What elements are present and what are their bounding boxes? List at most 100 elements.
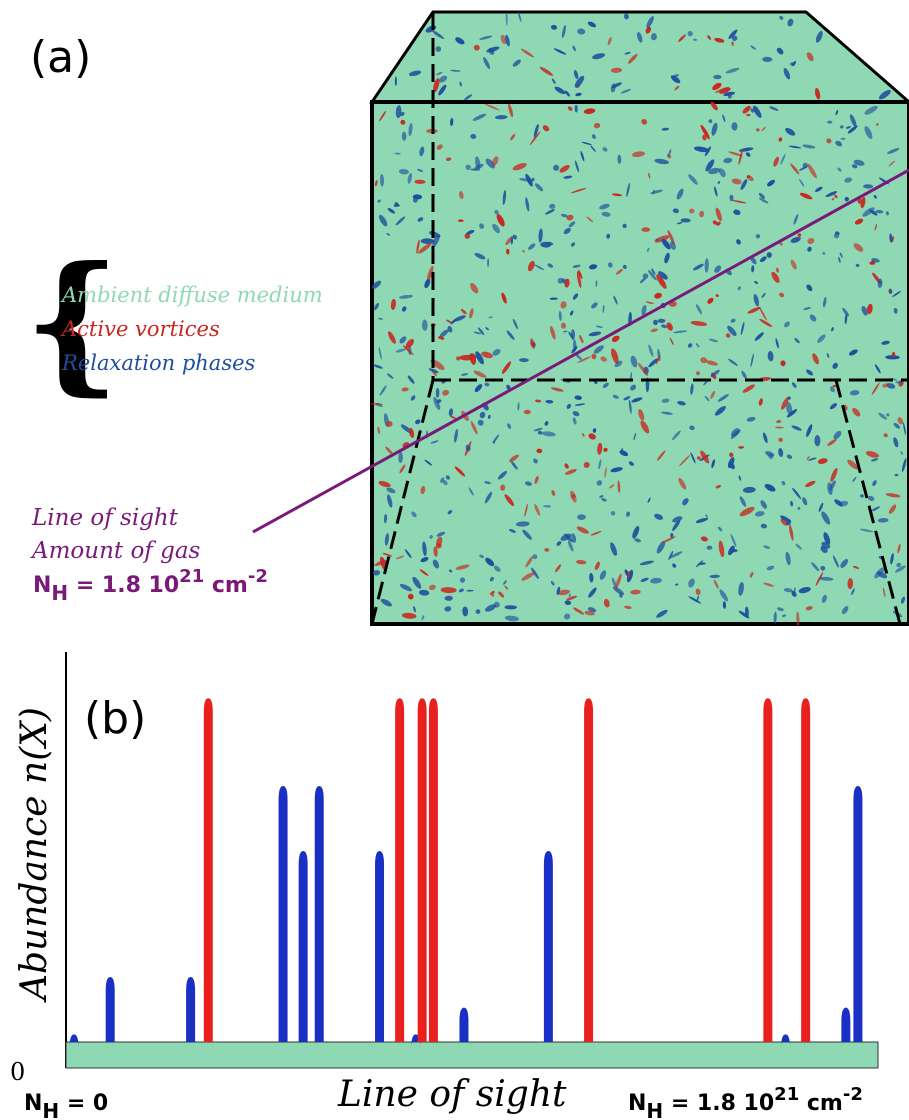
relaxation-blob bbox=[871, 258, 880, 263]
relaxation-blob bbox=[711, 122, 718, 136]
relaxation-blob bbox=[851, 164, 858, 169]
vortex-blob bbox=[738, 446, 745, 449]
vortex-blob bbox=[883, 433, 888, 438]
cube-top-face bbox=[369, 10, 909, 104]
vortex-blob bbox=[776, 420, 782, 424]
relaxation-blob bbox=[754, 281, 759, 284]
relaxation-blob bbox=[610, 511, 616, 516]
relaxation-blob bbox=[570, 329, 576, 340]
vortex-blob bbox=[714, 37, 725, 43]
relaxation-blob bbox=[728, 545, 735, 556]
relaxation-blob bbox=[438, 84, 447, 96]
relaxation-blob bbox=[690, 452, 696, 464]
relaxation-blob bbox=[706, 545, 713, 550]
vortex-blob bbox=[715, 484, 722, 489]
relaxation-blob bbox=[878, 412, 887, 420]
vortex-blob bbox=[731, 41, 734, 46]
relaxation-blob bbox=[408, 123, 413, 137]
vortex-peak bbox=[801, 698, 811, 1042]
relaxation-blob bbox=[798, 586, 811, 594]
relaxation-blob bbox=[400, 112, 405, 117]
vortex-blob bbox=[436, 144, 443, 150]
vortex-blob bbox=[374, 180, 378, 187]
relaxation-blob bbox=[672, 430, 681, 441]
vortex-blob bbox=[588, 433, 596, 440]
vortex-blob bbox=[460, 308, 467, 315]
relaxation-peak bbox=[278, 786, 288, 1042]
relaxation-blob bbox=[632, 526, 640, 539]
relaxation-blob bbox=[808, 457, 817, 461]
vortex-blob bbox=[405, 338, 414, 349]
relaxation-blob bbox=[404, 549, 412, 559]
vortex-blob bbox=[400, 119, 406, 125]
relaxation-blob bbox=[821, 511, 831, 525]
vortex-blob bbox=[715, 207, 722, 222]
relaxation-blob bbox=[581, 141, 592, 146]
relaxation-blob bbox=[889, 233, 893, 243]
relaxation-blob bbox=[827, 482, 833, 496]
vortex-blob bbox=[789, 524, 794, 541]
relaxation-blob bbox=[479, 223, 485, 229]
relaxation-blob bbox=[465, 164, 471, 170]
relaxation-blob bbox=[564, 533, 573, 543]
relaxation-blob bbox=[487, 258, 490, 268]
vortex-blob bbox=[445, 157, 452, 162]
relaxation-blob bbox=[494, 209, 499, 215]
relaxation-blob bbox=[730, 318, 736, 323]
vortex-blob bbox=[852, 565, 860, 569]
vortex-blob bbox=[700, 124, 710, 140]
relaxation-blob bbox=[817, 334, 826, 343]
amount-of-gas-label: Amount of gas bbox=[30, 538, 201, 564]
x-right-prefix: N bbox=[628, 1091, 646, 1116]
vortex-blob bbox=[386, 420, 393, 427]
x-left-subscript: H bbox=[42, 1099, 59, 1120]
relaxation-blob bbox=[894, 473, 899, 477]
relaxation-blob bbox=[459, 577, 466, 583]
relaxation-blob bbox=[654, 158, 669, 165]
relaxation-blob bbox=[840, 559, 849, 568]
vortex-blob bbox=[484, 103, 500, 111]
relaxation-blob bbox=[550, 24, 558, 30]
relaxation-blob bbox=[408, 70, 422, 77]
vortex-blob bbox=[799, 192, 813, 200]
relaxation-blob bbox=[806, 369, 814, 376]
relaxation-blob bbox=[450, 117, 454, 127]
relaxation-blob bbox=[823, 532, 831, 545]
relaxation-blob bbox=[580, 150, 585, 162]
relaxation-blob bbox=[445, 475, 451, 480]
relaxation-blob bbox=[844, 177, 853, 183]
relaxation-blob bbox=[896, 562, 902, 568]
relaxation-blob bbox=[505, 11, 508, 26]
vortex-blob bbox=[428, 584, 436, 591]
relaxation-blob bbox=[727, 325, 737, 337]
relaxation-blob bbox=[566, 403, 572, 409]
relaxation-blob bbox=[829, 403, 838, 410]
relaxation-blob bbox=[560, 213, 568, 218]
relaxation-blob bbox=[765, 451, 775, 457]
vortex-blob bbox=[603, 598, 610, 608]
relaxation-blob bbox=[722, 601, 727, 609]
vortex-blob bbox=[567, 106, 573, 111]
relaxation-blob bbox=[722, 114, 726, 123]
relaxation-blob bbox=[393, 204, 400, 207]
relaxation-blob bbox=[885, 211, 889, 216]
relaxation-blob bbox=[415, 419, 421, 425]
relaxation-peak bbox=[298, 851, 308, 1042]
relaxation-blob bbox=[839, 252, 843, 258]
relaxation-blob bbox=[438, 75, 448, 83]
relaxation-blob bbox=[704, 258, 709, 273]
vortex-blob bbox=[607, 37, 612, 46]
vortex-blob bbox=[815, 572, 824, 586]
relaxation-blob bbox=[802, 162, 808, 169]
relaxation-blob bbox=[512, 318, 518, 330]
relaxation-blob bbox=[444, 595, 453, 601]
vortex-blob bbox=[399, 464, 406, 474]
relaxation-blob bbox=[688, 578, 695, 588]
vortex-blob bbox=[814, 87, 821, 100]
relaxation-blob bbox=[492, 349, 501, 356]
relaxation-blob bbox=[411, 511, 417, 518]
vortex-blob bbox=[501, 292, 507, 304]
relaxation-blob bbox=[473, 331, 482, 335]
relaxation-blob bbox=[587, 21, 597, 28]
relaxation-blob bbox=[570, 242, 576, 247]
